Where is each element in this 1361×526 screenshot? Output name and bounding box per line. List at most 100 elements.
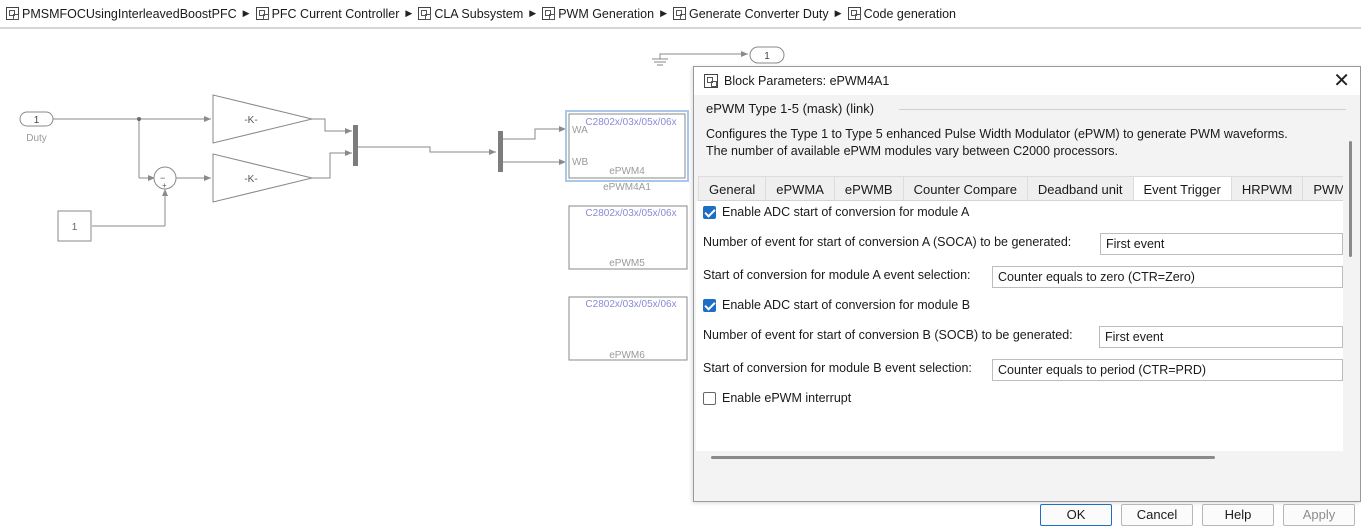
epwm5-block[interactable]: C2802x/03x/05x/06x ePWM5 bbox=[568, 205, 688, 270]
breadcrumb-label: Code generation bbox=[863, 6, 956, 21]
block-diagram: 1 Duty 1 − + -K- -K- C2802 bbox=[19, 46, 785, 361]
enable-adc-a-row[interactable]: Enable ADC start of conversion for modul… bbox=[703, 205, 969, 219]
epwm-inner-label: ePWM6 bbox=[609, 350, 645, 361]
gain-block-2[interactable]: -K- bbox=[212, 153, 313, 203]
mask-heading: ePWM Type 1-5 (mask) (link) bbox=[706, 101, 875, 116]
block-parameters-dialog: Block Parameters: ePWM4A1 ✕ ePWM Type 1-… bbox=[693, 66, 1361, 526]
soca-count-row: Number of event for start of conversion … bbox=[703, 235, 1071, 249]
gain-block-1[interactable]: -K- bbox=[212, 94, 313, 144]
socb-event-select[interactable]: Counter equals to period (CTR=PRD) bbox=[992, 359, 1343, 381]
epwm-processor-label: C2802x/03x/05x/06x bbox=[585, 299, 676, 310]
epwm-inner-label: ePWM5 bbox=[609, 258, 645, 269]
chevron-right-icon: ▶ bbox=[660, 8, 667, 18]
tab-hrpwm[interactable]: HRPWM bbox=[1230, 176, 1304, 200]
socb-select-label: Start of conversion for module B event s… bbox=[703, 361, 972, 375]
soca-select-label: Start of conversion for module A event s… bbox=[703, 268, 971, 282]
epwm-inner-label: ePWM4 bbox=[609, 166, 645, 177]
sum-minus-sign: − bbox=[160, 173, 165, 183]
soca-count-label: Number of event for start of conversion … bbox=[703, 235, 1072, 249]
epwm-processor-label: C2802x/03x/05x/06x bbox=[585, 208, 676, 219]
ok-button[interactable]: OK bbox=[1040, 504, 1112, 526]
inport-label: Duty bbox=[26, 133, 47, 144]
constant-block[interactable]: 1 bbox=[57, 210, 92, 242]
chevron-right-icon: ▶ bbox=[405, 8, 413, 18]
breadcrumb-item-pfc-current-controller[interactable]: PFC Current Controller bbox=[255, 6, 400, 21]
tab-epwma[interactable]: ePWMA bbox=[765, 176, 835, 200]
epwm6-block[interactable]: C2802x/03x/05x/06x ePWM6 bbox=[568, 296, 688, 361]
divider bbox=[899, 109, 1346, 110]
outport-number: 1 bbox=[764, 51, 770, 62]
breadcrumb-label: PFC Current Controller bbox=[271, 6, 400, 21]
demux-block[interactable] bbox=[498, 131, 503, 172]
epwm-port-a: WA bbox=[572, 125, 588, 136]
breadcrumb-item-pwm-generation[interactable]: PWM Generation bbox=[542, 7, 654, 21]
model-icon bbox=[6, 7, 19, 20]
epwm4-block[interactable]: C2802x/03x/05x/06x WA WB ePWM4 ePWM4A1 bbox=[565, 110, 689, 193]
branch-point bbox=[137, 117, 141, 121]
breadcrumb-item-generate-converter-duty[interactable]: Generate Converter Duty bbox=[672, 6, 829, 21]
enable-adc-a-checkbox[interactable] bbox=[703, 205, 716, 219]
gain-label: -K- bbox=[244, 174, 257, 185]
tab-general[interactable]: General bbox=[698, 176, 767, 200]
subsystem-icon bbox=[672, 7, 686, 20]
chevron-right-icon: ▶ bbox=[834, 8, 842, 18]
enable-interrupt-row[interactable]: Enable ePWM interrupt bbox=[703, 391, 851, 405]
outport-block[interactable]: 1 bbox=[749, 46, 785, 64]
chevron-right-icon: ▶ bbox=[242, 8, 250, 18]
subsystem-icon bbox=[542, 7, 556, 20]
mask-description: Configures the Type 1 to Type 5 enhanced… bbox=[706, 126, 1346, 160]
chevron-right-icon: ▶ bbox=[529, 8, 537, 18]
dialog-body: ePWM Type 1-5 (mask) (link) Configures t… bbox=[694, 95, 1360, 526]
breadcrumb-label: Generate Converter Duty bbox=[688, 6, 829, 21]
sum-plus-sign: + bbox=[162, 181, 167, 190]
enable-adc-b-label: Enable ADC start of conversion for modul… bbox=[722, 298, 971, 312]
breadcrumb: PMSMFOCUsingInterleavedBoostPFC ▶ PFC Cu… bbox=[0, 0, 1361, 29]
breadcrumb-label: PWM Generation bbox=[558, 6, 655, 21]
breadcrumb-item-cla-subsystem[interactable]: CLA Subsystem bbox=[418, 7, 523, 21]
socb-select-row: Start of conversion for module B event s… bbox=[703, 361, 972, 375]
socb-count-label: Number of event for start of conversion … bbox=[703, 328, 1073, 342]
apply-button[interactable]: Apply bbox=[1283, 504, 1355, 526]
epwm-port-b: WB bbox=[572, 157, 588, 168]
cancel-button[interactable]: Cancel bbox=[1121, 504, 1193, 526]
vertical-scrollbar[interactable] bbox=[1349, 141, 1352, 257]
close-icon[interactable]: ✕ bbox=[1333, 70, 1350, 92]
epwm-processor-label: C2802x/03x/05x/06x bbox=[585, 117, 676, 128]
enable-interrupt-label: Enable ePWM interrupt bbox=[722, 391, 852, 405]
mux-block[interactable] bbox=[353, 125, 358, 166]
breadcrumb-label: CLA Subsystem bbox=[434, 6, 524, 21]
subsystem-icon bbox=[418, 7, 432, 20]
enable-adc-b-row[interactable]: Enable ADC start of conversion for modul… bbox=[703, 298, 970, 312]
gain-label: -K- bbox=[244, 115, 257, 126]
breadcrumb-item-model[interactable]: PMSMFOCUsingInterleavedBoostPFC bbox=[6, 7, 237, 21]
block-icon bbox=[704, 74, 718, 88]
soca-select-row: Start of conversion for module A event s… bbox=[703, 268, 971, 282]
soca-count-select[interactable]: First event bbox=[1100, 233, 1343, 255]
parameter-tabs: General ePWMA ePWMB Counter Compare Dead… bbox=[698, 176, 1343, 201]
tab-event-trigger[interactable]: Event Trigger bbox=[1132, 176, 1232, 200]
socb-count-select[interactable]: First event bbox=[1099, 326, 1343, 348]
dialog-title: Block Parameters: ePWM4A1 bbox=[724, 74, 890, 88]
tab-pwm[interactable]: PWM bbox=[1302, 176, 1343, 200]
description-line: Configures the Type 1 to Type 5 enhanced… bbox=[706, 127, 1288, 141]
soca-event-select[interactable]: Counter equals to zero (CTR=Zero) bbox=[992, 266, 1343, 288]
breadcrumb-item-code-generation[interactable]: Code generation bbox=[847, 6, 956, 21]
subsystem-icon bbox=[255, 7, 269, 20]
model-canvas[interactable]: 1 Duty 1 − + -K- -K- C2802 bbox=[0, 31, 1361, 512]
enable-interrupt-checkbox[interactable] bbox=[703, 391, 716, 405]
dialog-title-bar[interactable]: Block Parameters: ePWM4A1 ✕ bbox=[694, 67, 1360, 95]
socb-count-row: Number of event for start of conversion … bbox=[703, 328, 1073, 342]
sum-block[interactable]: − + bbox=[153, 166, 177, 190]
enable-adc-b-checkbox[interactable] bbox=[703, 298, 716, 312]
tab-deadband-unit[interactable]: Deadband unit bbox=[1026, 176, 1134, 200]
tab-counter-compare[interactable]: Counter Compare bbox=[902, 176, 1028, 200]
tab-epwmb[interactable]: ePWMB bbox=[833, 176, 904, 200]
enable-adc-a-label: Enable ADC start of conversion for modul… bbox=[722, 205, 970, 219]
subsystem-icon bbox=[847, 7, 861, 20]
help-button[interactable]: Help bbox=[1202, 504, 1274, 526]
event-trigger-panel: Enable ADC start of conversion for modul… bbox=[696, 201, 1343, 451]
horizontal-scrollbar[interactable] bbox=[711, 456, 1215, 459]
epwm-block-caption: ePWM4A1 bbox=[603, 182, 651, 193]
inport-duty[interactable]: 1 Duty bbox=[19, 111, 54, 144]
inport-number: 1 bbox=[34, 115, 40, 126]
